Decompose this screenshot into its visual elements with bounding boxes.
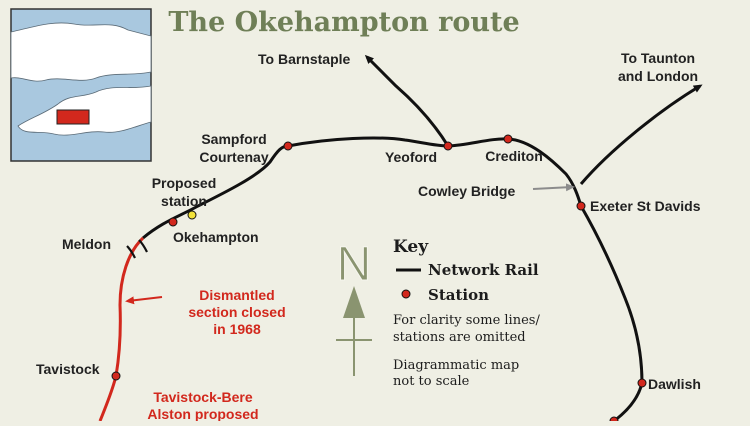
destination-taunton-label-1: To Taunton xyxy=(621,50,695,66)
station-dot-crediton xyxy=(503,134,513,144)
map-key: Key Network Rail Station For clarity som… xyxy=(393,237,540,389)
station-dot-proposed xyxy=(187,210,197,220)
station-label-okehampton: Okehampton xyxy=(173,229,259,245)
station-dot-sampford xyxy=(283,141,293,151)
station-label-proposed-1: Proposed xyxy=(152,175,217,191)
bere-alston-note-1: Tavistock-Bere xyxy=(153,389,253,405)
station-label-sampford-1: Sampford xyxy=(201,131,266,147)
dismantled-note-3: in 1968 xyxy=(213,321,261,337)
key-note-1b: stations are omitted xyxy=(393,330,526,345)
network-rail-main-line xyxy=(142,136,644,423)
svg-text:N: N xyxy=(337,238,372,291)
bere-alston-note-2: Alston proposed xyxy=(147,406,258,421)
key-network-rail-label: Network Rail xyxy=(428,261,539,279)
station-label-yeoford: Yeoford xyxy=(385,149,437,165)
station-label-exeter: Exeter St Davids xyxy=(590,198,701,214)
station-dot-tavistock xyxy=(111,371,121,381)
key-station-swatch xyxy=(401,289,411,299)
destination-barnstaple-label: To Barnstaple xyxy=(258,51,351,67)
destination-taunton-label-2: and London xyxy=(618,68,698,84)
meldon-viaduct-marker xyxy=(126,239,148,259)
station-dot-exeter xyxy=(576,201,586,211)
inset-highlight-box xyxy=(56,109,90,125)
station-dot-bottom xyxy=(609,416,619,426)
key-station-label: Station xyxy=(428,286,489,304)
dismantled-note-2: section closed xyxy=(188,304,285,320)
station-dot-yeoford xyxy=(443,141,453,151)
station-label-sampford-2: Courtenay xyxy=(199,149,268,165)
station-label-crediton: Crediton xyxy=(485,148,543,164)
dismantled-note-1: Dismantled xyxy=(199,287,274,303)
taunton-branch-line xyxy=(579,84,703,185)
key-note-2a: Diagrammatic map xyxy=(393,358,519,373)
station-label-tavistock: Tavistock xyxy=(36,361,100,377)
station-dot-dawlish xyxy=(637,378,647,388)
station-dot-okehampton xyxy=(168,217,178,227)
inset-locator-map xyxy=(10,8,152,162)
dismantled-section-line xyxy=(98,236,145,422)
station-label-meldon: Meldon xyxy=(62,236,111,252)
station-label-proposed-2: station xyxy=(161,193,207,209)
key-note-1a: For clarity some lines/ xyxy=(393,313,540,328)
key-note-2b: not to scale xyxy=(393,374,470,389)
north-arrow-icon: N xyxy=(336,238,372,376)
key-title: Key xyxy=(393,237,429,257)
barnstaple-branch-line xyxy=(364,54,450,147)
station-label-dawlish: Dawlish xyxy=(648,376,701,392)
station-label-cowley-bridge: Cowley Bridge xyxy=(418,183,515,199)
dismantled-pointer-arrow xyxy=(125,296,163,305)
map-title: The Okehampton route xyxy=(168,7,519,38)
cowley-bridge-pointer-arrow xyxy=(532,183,575,192)
